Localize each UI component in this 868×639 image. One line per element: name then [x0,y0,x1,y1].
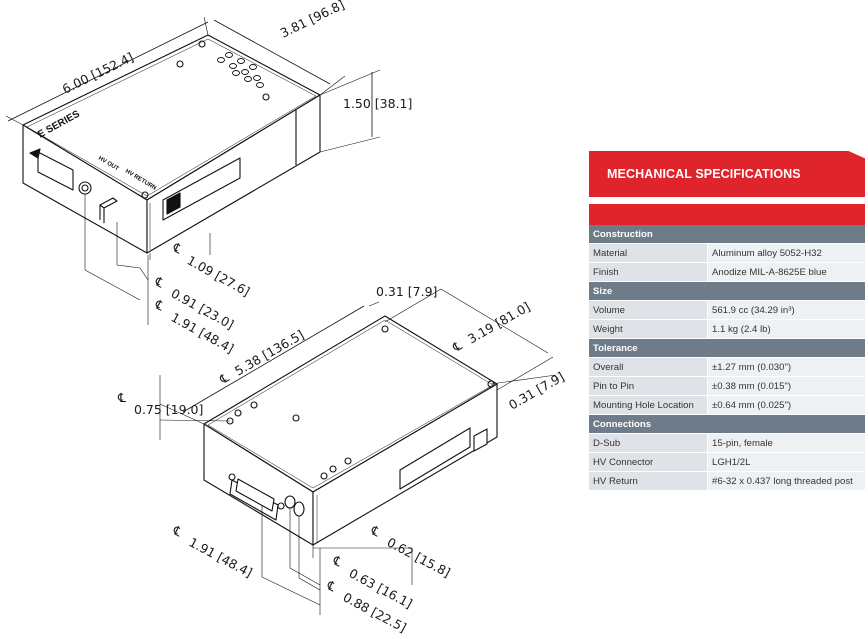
hv-out-label: HV OUT [97,156,120,173]
spec-value: ±0.64 mm (0.025") [707,395,865,415]
hv-connector-knob [78,181,92,195]
centerline-symbol: ℄ [170,522,185,539]
spec-label: HV Return [589,471,708,491]
specs-title: MECHANICAL SPECIFICATIONS [589,151,865,197]
spec-section-header: Tolerance [589,338,865,358]
spec-label: Finish [589,262,708,282]
spec-row: Pin to Pin±0.38 mm (0.015") [589,376,865,396]
spec-label: Mounting Hole Location [589,395,708,415]
spec-label: Volume [589,300,708,320]
spec-value: ±1.27 mm (0.030") [707,357,865,377]
centerline-symbol: ℄ [170,239,185,256]
spec-section-name: Construction [589,225,865,244]
spec-section-header: Construction [589,225,865,244]
spec-label: Material [589,243,708,263]
hv-port [284,495,296,509]
dim-c-b1: 1.91 [48.4] [187,534,255,580]
dim-c-left: 0.75 [19.0] [134,402,203,417]
hv-return-label: HV RETURN [124,169,157,192]
bottom-view-right-face [312,383,498,546]
centerline-symbol: ℄ [152,273,167,290]
spec-row: Mounting Hole Location±0.64 mm (0.025") [589,395,865,415]
hv-return-port [293,501,305,517]
spec-value: 561.9 cc (34.29 in³) [707,300,865,320]
centerline-symbol: ℄ [330,552,345,569]
spec-label: Pin to Pin [589,376,708,396]
spec-value: Aluminum alloy 5052-H32 [707,243,865,263]
spec-row: HV Return#6-32 x 0.437 long threaded pos… [589,471,865,491]
spec-section-name: Size [589,281,865,301]
bottom-view-labels: 0.31 [7.9] ℄ 5.38 [136.5] ℄ 3.19 [81.0] … [117,284,567,635]
spec-value: ±0.38 mm (0.015") [707,376,865,396]
dim-c-b2: 0.62 [15.8] [385,534,453,580]
spec-label: D-Sub [589,433,708,453]
bottom-view-front-face [203,423,314,546]
centerline-symbol: ℄ [216,370,231,388]
dim-width: 3.81 [96.8] [278,0,347,41]
centerline-symbol: ℄ [368,522,383,539]
dim-c-width: 3.19 [81.0] [465,299,533,347]
dim-height: 1.50 [38.1] [343,96,412,111]
centerline-symbol: ℄ [324,577,339,594]
dim-c-length: 5.38 [136.5] [232,327,306,379]
spec-section-header: Size [589,281,865,301]
top-view [5,16,381,325]
spec-value: 1.1 kg (2.4 lb) [707,319,865,339]
spec-label: Overall [589,357,708,377]
spec-value: LGH1/2L [707,452,865,472]
spec-section-name: Connections [589,414,865,434]
spec-section-name: Tolerance [589,338,865,358]
dim-c1: 1.09 [27.6] [185,253,253,300]
spec-value: #6-32 x 0.437 long threaded post [707,471,865,491]
hv-connector [37,151,74,191]
spec-label: HV Connector [589,452,708,472]
dim-c-top: 0.31 [7.9] [376,284,437,299]
dim-length: 6.00 [152.4] [60,49,136,96]
hv-return-post [99,197,118,209]
spec-label: Weight [589,319,708,339]
spec-value: Anodize MIL-A-8625E blue [707,262,865,282]
centerline-symbol: ℄ [152,296,167,313]
spec-row: Overall±1.27 mm (0.030") [589,357,865,377]
centerline-symbol: ℄ [449,338,464,356]
centerline-symbol: ℄ [117,390,126,405]
specs-accent-band [589,204,865,225]
bottom-view [159,288,557,615]
dim-c-right: 0.31 [7.9] [506,369,567,413]
spec-section-header: Connections [589,414,865,434]
spec-value: 15-pin, female [707,433,865,453]
series-label: E SERIES [36,108,82,140]
